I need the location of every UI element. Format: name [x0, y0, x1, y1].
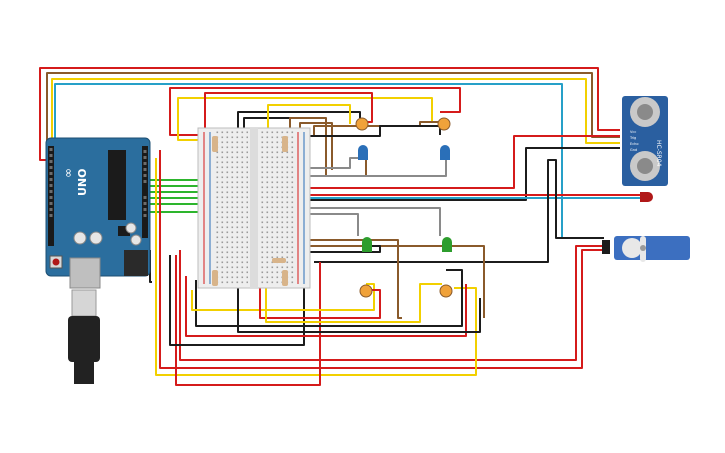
arduino-uno[interactable]: ∞ UNO — [45, 137, 151, 289]
wire-red-servo[interactable] — [159, 150, 604, 369]
board-label: UNO — [76, 169, 89, 197]
resistor[interactable] — [212, 270, 218, 286]
photoresistor-3[interactable] — [359, 284, 373, 298]
wire-red-bottom2[interactable] — [185, 276, 467, 337]
holes-left — [214, 130, 248, 286]
resistor[interactable] — [272, 258, 286, 263]
wire-black-ldr3[interactable] — [237, 278, 481, 333]
power-jack[interactable] — [124, 250, 148, 276]
header-pins — [49, 148, 147, 217]
wire-black-bottom[interactable] — [169, 255, 305, 346]
servo-hub — [640, 245, 646, 251]
wire-gray-green-led2[interactable] — [300, 213, 359, 236]
photoresistor-2[interactable] — [437, 117, 451, 131]
photoresistors — [355, 117, 453, 298]
ultrasonic-pin-gnd: Gnd — [630, 148, 637, 152]
wire-red-top-loop[interactable] — [39, 67, 620, 161]
wire-yellow-bottom2[interactable] — [191, 283, 375, 311]
wire-black-us[interactable] — [300, 147, 620, 201]
servo-motor[interactable] — [602, 236, 690, 262]
capacitor — [130, 234, 142, 246]
ultrasonic-label: HC-SR04 — [655, 140, 662, 167]
capacitor — [73, 231, 87, 245]
resistor[interactable] — [212, 136, 218, 152]
reset-button-cap[interactable] — [52, 258, 60, 266]
resistor[interactable] — [282, 136, 288, 152]
capacitor — [89, 231, 103, 245]
ultrasonic-pin-echo: Echo — [630, 142, 639, 146]
resistors — [212, 136, 288, 286]
resistor[interactable] — [282, 270, 288, 286]
breadboard[interactable] — [197, 127, 311, 289]
wire-black-green-led[interactable] — [296, 245, 381, 253]
wire-brown-bb-top[interactable] — [289, 117, 367, 177]
ultrasonic-eye-top-inner — [637, 104, 653, 120]
wire-yellow-bottom[interactable] — [155, 158, 477, 376]
wire-brown-green-led[interactable] — [286, 239, 402, 319]
capacitor — [125, 222, 137, 234]
wire-red-bb-top[interactable] — [169, 87, 461, 136]
wire-gray-led[interactable] — [300, 157, 360, 169]
photoresistor-1[interactable] — [355, 117, 369, 131]
ultrasonic-pin-vcc: Vcc — [630, 130, 636, 134]
wire-red-us[interactable] — [300, 135, 620, 189]
led-green-1[interactable] — [362, 237, 372, 252]
wire-red-ldr3[interactable] — [259, 280, 381, 319]
wire-gray-green-led[interactable] — [300, 207, 441, 236]
wire-yellow-bb-mid[interactable] — [267, 104, 351, 132]
led-blue-1[interactable] — [358, 145, 368, 160]
wire-gray-led2[interactable] — [300, 160, 447, 177]
led-red[interactable] — [640, 192, 653, 202]
ultrasonic-eye-bottom-inner — [637, 158, 653, 174]
wire-black-servo[interactable] — [314, 159, 604, 263]
wire-red-bb-top2[interactable] — [204, 92, 373, 145]
servo-connector — [602, 240, 610, 254]
arduino-logo-icon: ∞ — [61, 168, 75, 178]
led-green-2[interactable] — [442, 237, 452, 252]
atmega-chip — [108, 150, 126, 220]
usb-port[interactable] — [69, 257, 101, 289]
wire-black-bb-top[interactable] — [237, 111, 361, 140]
usb-chip — [118, 226, 130, 236]
wire-brown-green-led2[interactable] — [300, 245, 485, 318]
wire-yellow-ldr3[interactable] — [265, 282, 442, 323]
wire-red-bottom[interactable] — [175, 255, 321, 386]
leds — [358, 145, 653, 252]
photoresistor-4[interactable] — [439, 284, 453, 298]
servo-horn-icon[interactable] — [622, 238, 642, 258]
usb-cable[interactable] — [68, 289, 100, 384]
wire-brown-bb-top2[interactable] — [299, 122, 333, 170]
center-channel — [250, 128, 258, 288]
ultrasonic-pin-trig: Trig — [629, 136, 636, 140]
power-header[interactable] — [142, 146, 148, 238]
led-blue-2[interactable] — [440, 145, 450, 160]
ultrasonic-sensor[interactable]: HC-SR04 Vcc Trig Echo Gnd — [622, 96, 668, 186]
wire-red-servo2[interactable] — [179, 245, 604, 361]
wire-black-ldr2[interactable] — [299, 125, 441, 142]
